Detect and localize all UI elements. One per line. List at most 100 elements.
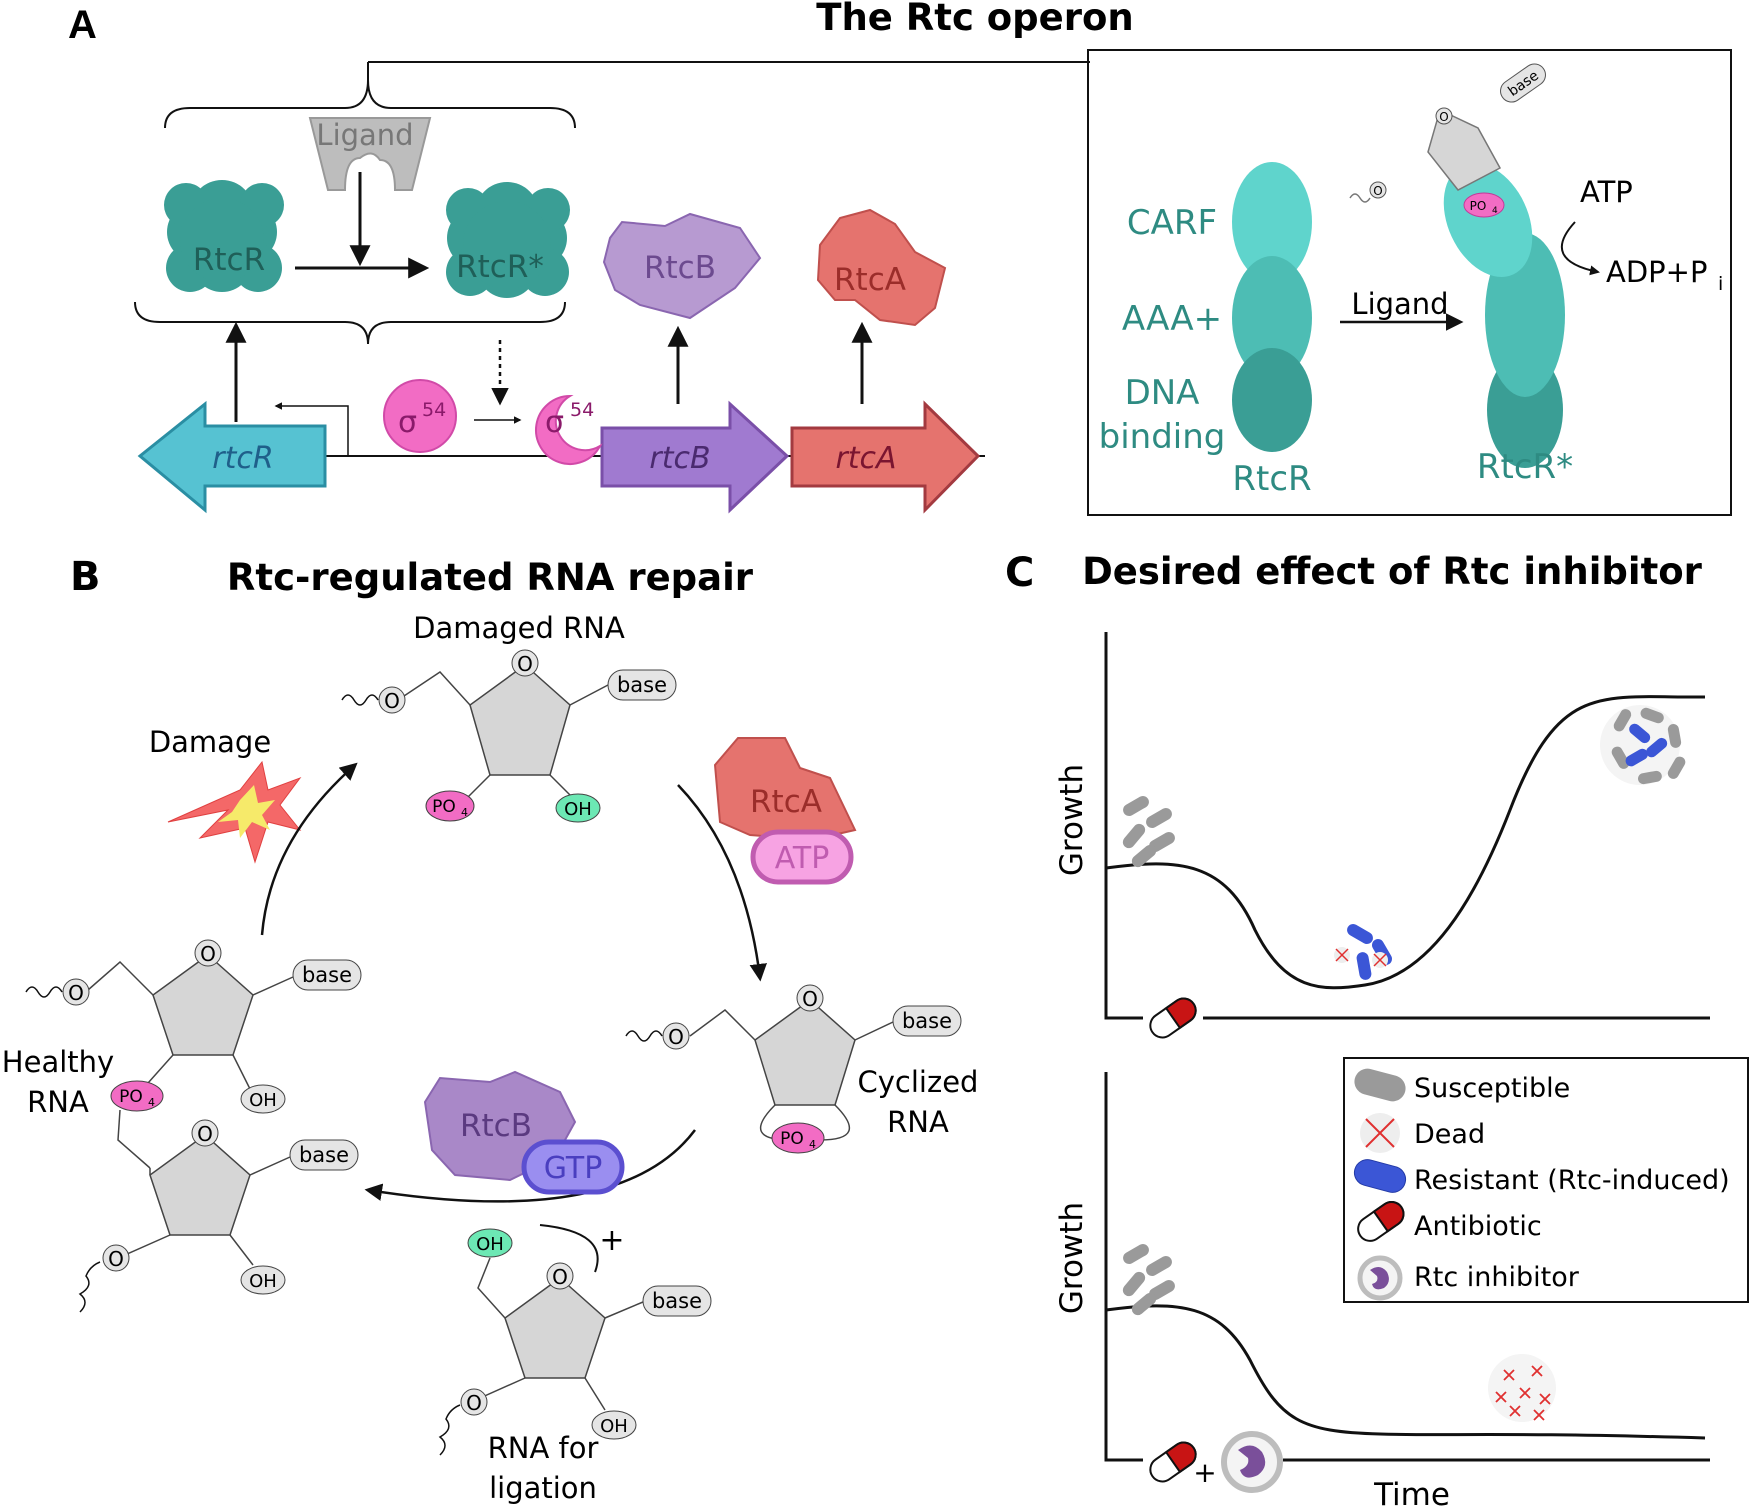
panel-c: C Desired effect of Rtc inhibitor Growth <box>1005 550 1749 1510</box>
legend-inhibitor-swatch <box>1357 1255 1403 1301</box>
gene-rtcB-label: rtcB <box>649 441 710 476</box>
resistant-cluster-dip <box>1334 924 1392 980</box>
damage-label: Damage <box>149 725 271 759</box>
healthy-o-ring-1: O <box>200 942 216 966</box>
inset-o2-label: O <box>1373 184 1382 198</box>
legend-antibiotic-swatch <box>1357 1200 1405 1242</box>
ligand-shape <box>308 117 432 191</box>
legend-resistant-label: Resistant (Rtc-induced) <box>1414 1165 1730 1196</box>
healthy-label-2: RNA <box>27 1085 89 1119</box>
rtcA-arrow <box>677 784 767 982</box>
sigma54-bound: σ 54 <box>535 394 603 465</box>
inset-rtcR-label: RtcR <box>1232 459 1311 499</box>
aaa-label: AAA+ <box>1122 299 1222 339</box>
rtcB-protein <box>602 212 762 320</box>
carf-domain <box>1232 162 1312 282</box>
bottom-ylabel: Growth <box>1054 1202 1090 1314</box>
ligation-oh-5: OH <box>476 1234 504 1255</box>
xlabel-time: Time <box>1373 1477 1450 1510</box>
rtcB-label: RtcB <box>644 250 716 286</box>
legend-dead-cross <box>1365 1118 1395 1148</box>
dna-label-1: DNA <box>1125 373 1200 413</box>
legend-inhibitor-label: Rtc inhibitor <box>1414 1262 1580 1293</box>
ligation-rna: O OH base O OH <box>438 1228 712 1456</box>
sigma54-free: σ 54 <box>383 379 457 453</box>
bottom-plus: + <box>1193 1456 1216 1489</box>
inset-frame <box>1087 49 1732 516</box>
rtcR-promoter-arrow <box>274 402 349 456</box>
rtcRstar-label: RtcR* <box>456 249 544 285</box>
rtcA-protein <box>816 208 947 327</box>
damaged-oh: OH <box>564 799 592 820</box>
damaged-o-ring: O <box>517 652 533 676</box>
healthy-oh-1: OH <box>249 1090 277 1111</box>
cyclized-label-1: Cyclized <box>858 1065 979 1099</box>
healthy-o-ring-2: O <box>197 1122 213 1146</box>
healthy-po4-sub: 4 <box>148 1096 155 1109</box>
carf-label: CARF <box>1127 203 1217 243</box>
inset-po4-label: PO <box>1470 199 1487 213</box>
inset-rtcRstar-label: RtcR* <box>1477 447 1573 487</box>
inset-ligand-ring <box>1427 108 1502 191</box>
cyclized-base: base <box>902 1009 952 1033</box>
rtcR-protein: RtcR <box>164 180 284 292</box>
healthy-base-1: base <box>302 963 352 987</box>
rtcR-label: RtcR <box>193 242 265 278</box>
sigma-sup: 54 <box>422 399 446 421</box>
damaged-rna-label: Damaged RNA <box>413 611 625 645</box>
susceptible-cluster-top <box>1122 796 1175 868</box>
atp-pill-label: ATP <box>775 841 830 876</box>
panel-b-letter: B <box>70 554 101 600</box>
top-ylabel: Growth <box>1054 764 1090 876</box>
panel-b-title: Rtc-regulated RNA repair <box>227 556 754 599</box>
mixed-colony-top <box>1600 705 1686 785</box>
cyclized-o-link: O <box>668 1025 684 1049</box>
gtp-pill-label: GTP <box>544 1151 603 1186</box>
panel-c-letter: C <box>1005 550 1034 596</box>
damage-arrow <box>260 762 358 936</box>
bottom-plot-axes <box>1104 1072 1710 1462</box>
rtcA-enzyme <box>713 737 857 839</box>
rtcB-enzyme-label: RtcB <box>460 1108 532 1144</box>
rtcA-enzyme-label: RtcA <box>750 784 822 820</box>
damaged-po4: PO <box>432 797 456 817</box>
healthy-o-link-1: O <box>68 981 84 1005</box>
legend-susceptible-swatch <box>1354 1068 1406 1102</box>
healthy-label-1: Healthy <box>2 1045 114 1079</box>
healthy-o-link-2: O <box>108 1247 124 1271</box>
gene-rtcA-label: rtcA <box>835 441 896 476</box>
rtcR-inset: CARF AAA+ DNA binding RtcR Ligand RtcR* … <box>1087 49 1732 516</box>
gene-rtcR: rtcR <box>137 400 327 514</box>
panel-b: B Rtc-regulated RNA repair Damaged RNA O… <box>2 554 979 1505</box>
cyclized-rna: O O base PO 4 <box>625 984 962 1154</box>
healthy-base-2: base <box>299 1143 349 1167</box>
top-plot-axes <box>1104 632 1710 1020</box>
inset-o-label: O <box>1439 110 1448 124</box>
healthy-oh-2: OH <box>249 1271 277 1292</box>
sigma-bound-sup: 54 <box>570 399 594 421</box>
cyclized-o-ring: O <box>802 987 818 1011</box>
susceptible-cluster-bottom <box>1122 1244 1175 1316</box>
legend-resistant-swatch <box>1353 1159 1407 1193</box>
sigma-bound-label: σ <box>545 405 564 440</box>
inset-squiggle <box>1349 193 1371 203</box>
ligation-join <box>539 1224 599 1273</box>
healthy-rna: O O base OH PO 4 O base O OH <box>25 939 362 1313</box>
panel-c-title: Desired effect of Rtc inhibitor <box>1082 550 1703 593</box>
damaged-po4-sub: 4 <box>461 806 468 819</box>
inset-base-pill <box>1500 63 1546 103</box>
legend-frame <box>1343 1057 1749 1303</box>
adp-sub: i <box>1718 273 1723 295</box>
damaged-o-link: O <box>384 689 400 713</box>
top-growth-curve <box>1105 695 1706 990</box>
gene-rtcA: rtcA <box>790 400 981 514</box>
legend-dead-label: Dead <box>1414 1119 1485 1150</box>
ligation-o-ring: O <box>552 1265 568 1289</box>
inset-o-circle <box>1435 107 1453 125</box>
healthy-po4: PO <box>119 1087 143 1107</box>
sigma-label: σ <box>398 405 417 440</box>
atp-label: ATP <box>1580 175 1633 209</box>
inset-po4 <box>1463 192 1505 218</box>
antibiotic-pill-bottom <box>1149 1441 1197 1483</box>
